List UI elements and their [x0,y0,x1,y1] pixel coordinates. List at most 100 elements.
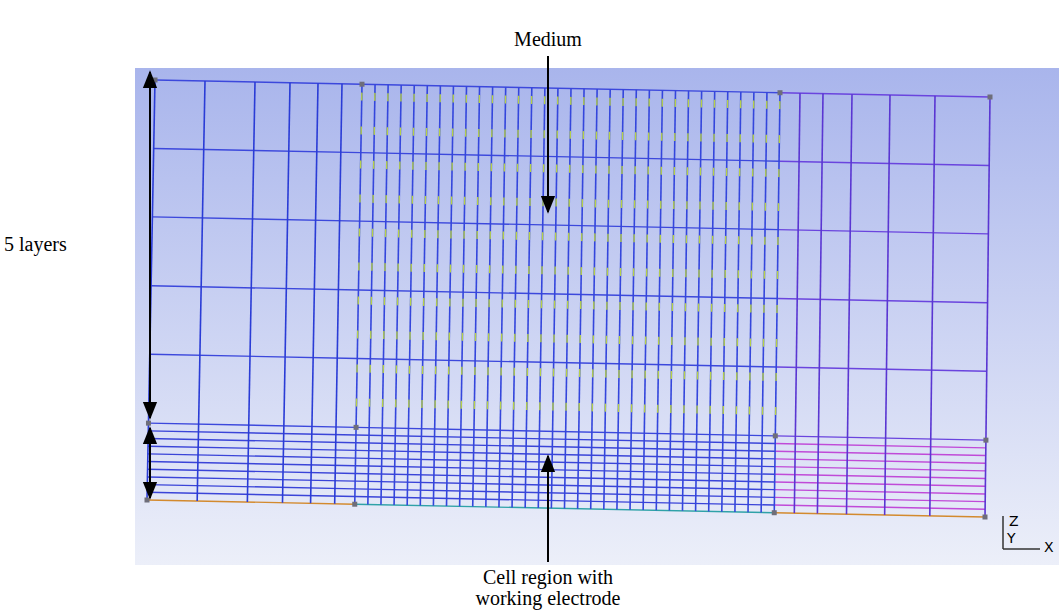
leader-arrow [547,56,549,212]
mesh-mark [461,95,466,430]
mesh-mark [526,96,531,431]
mesh-line [775,474,986,478]
mesh-line [696,91,702,511]
mesh-line [885,95,890,515]
mesh-vertex [983,515,988,520]
mesh-line [794,93,800,513]
mesh-mark [422,94,428,429]
mesh-line [985,97,990,517]
mesh-line [447,86,454,506]
mesh-line [148,423,356,427]
mesh-mark [762,101,767,436]
region-label: Cell region with working electrode [453,567,643,609]
mesh-mark [356,93,362,428]
mesh-vertex [988,95,993,100]
mesh-mark [670,99,675,434]
mesh-vertex [146,421,151,426]
mesh-vertex [145,498,150,503]
mesh-line [748,92,754,512]
mesh-line [148,454,356,458]
mesh-line [847,94,852,514]
axis-label: Y [1007,531,1016,546]
mesh-mark [408,94,414,429]
mesh-line [420,86,427,506]
layers-arrow [149,72,151,418]
mesh-mark [513,96,518,431]
mesh-line [777,299,987,303]
mesh-line [394,85,401,505]
mesh-vertex [778,90,783,95]
mesh-line [148,439,356,443]
mesh-line [147,492,355,496]
mesh-line [775,436,986,440]
mesh-line [776,367,986,371]
dimension-arrows [150,56,548,562]
mesh-mark [539,96,544,431]
dimension-label: 5 layers [4,233,67,255]
mesh-mark [618,98,623,433]
region-label: Medium [488,28,608,50]
mesh-mark [736,100,741,435]
axis-triad [1003,516,1040,549]
axis-line [1003,548,1040,550]
mesh-line [486,87,493,507]
leader-arrow [547,456,549,562]
mesh-line [630,90,636,510]
mesh-line [154,148,361,152]
mesh-mark [605,98,610,433]
mesh-line [775,444,986,448]
mesh-line [368,84,375,504]
mesh-line [656,90,662,510]
mesh-mark [500,96,505,431]
mesh-line [775,467,986,471]
mesh-line [817,94,823,514]
mesh-mark [644,98,649,433]
mesh-line [148,462,356,466]
mesh-line [355,84,362,504]
mesh-line [282,83,290,503]
mesh-vertex [773,433,778,438]
mesh-line [499,87,506,507]
axis-label: Z [1009,514,1019,529]
mesh-line [148,431,356,435]
mesh-line [774,497,985,501]
mesh-mark [566,97,571,432]
mesh-mark [382,93,388,428]
mesh-line [473,87,480,507]
mesh-line [155,80,362,84]
mesh-line [150,354,357,358]
mesh-line [460,86,467,506]
mesh-mark [579,97,584,432]
mesh-line [311,83,318,503]
mesh-mark [775,101,780,436]
mesh-line [247,82,255,502]
mesh-vertex [983,438,988,443]
mesh-line [775,482,986,486]
mesh-mark [723,100,728,435]
mesh-line [774,505,985,509]
mesh-line [538,88,545,508]
mesh-line [147,500,355,504]
mesh-mark [631,98,636,433]
mesh-line [682,91,688,511]
mesh-line [147,477,355,481]
mesh-line [591,89,597,509]
mesh-vertex [354,425,359,430]
mesh-line [147,485,355,489]
mesh-vertex [360,82,365,87]
mesh-line [775,459,986,463]
mesh-line [152,217,359,221]
mesh-line [433,86,440,506]
mesh-line [335,84,342,504]
mesh-mark [395,93,401,428]
mesh-line [779,161,989,165]
mesh-line [578,89,584,509]
mesh-vertex [772,510,777,515]
mesh-line [381,85,388,505]
mesh-line [148,446,356,450]
mesh-line [551,88,558,508]
mesh-line [148,469,356,473]
mesh-mark [369,93,375,428]
mesh-line [761,92,767,512]
